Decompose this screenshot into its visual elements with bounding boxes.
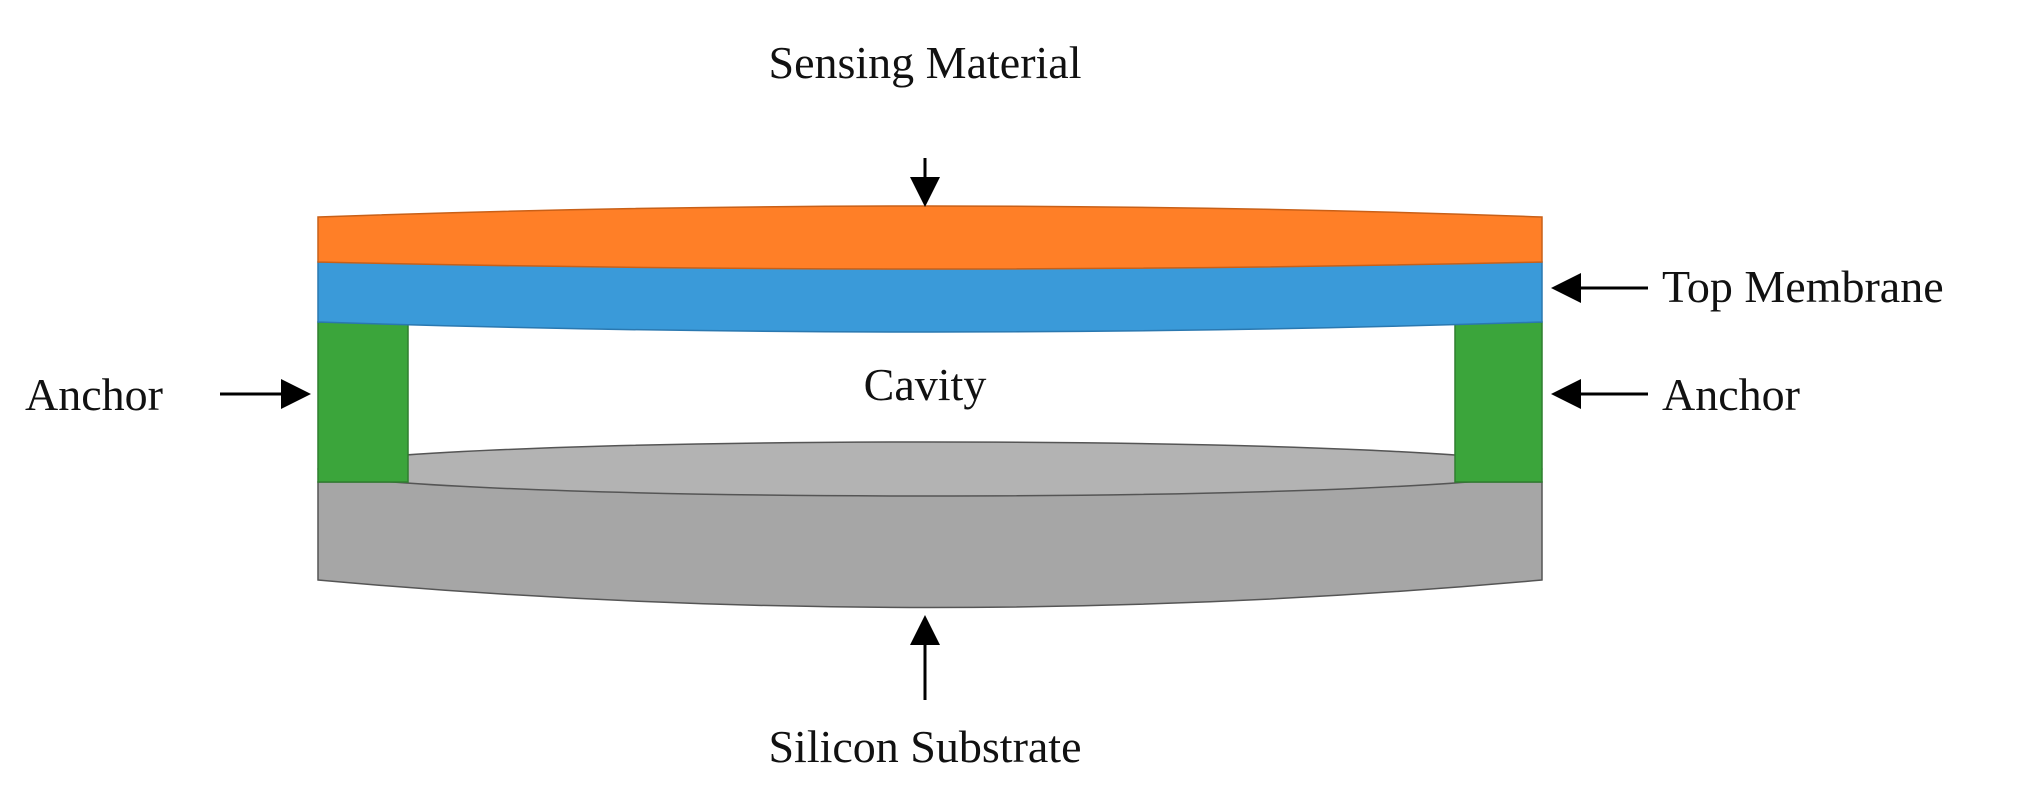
anchor-right-label: Anchor xyxy=(1662,369,1800,420)
anchor-left xyxy=(317,321,409,483)
silicon-substrate-label: Silicon Substrate xyxy=(768,721,1081,772)
anchor-right xyxy=(1454,321,1543,483)
silicon-substrate-body xyxy=(317,481,1543,609)
sensing-material-label: Sensing Material xyxy=(769,37,1082,88)
anchor-left-label: Anchor xyxy=(25,369,163,420)
silicon-substrate-top xyxy=(317,441,1543,497)
cavity-label: Cavity xyxy=(864,359,987,410)
top-membrane-label: Top Membrane xyxy=(1662,261,1944,312)
sensing-material-layer xyxy=(317,205,1543,270)
